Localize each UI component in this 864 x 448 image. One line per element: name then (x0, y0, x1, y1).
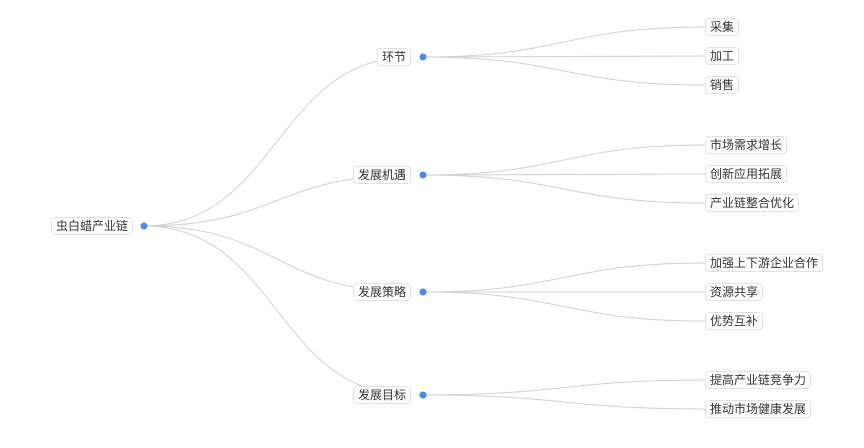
leaf-node-label[interactable]: 市场需求增长 (705, 136, 788, 154)
edge-branch-to-leaf (422, 262, 706, 293)
leaf-node-label[interactable]: 加工 (705, 47, 740, 65)
edge-branch-to-leaf (422, 173, 706, 176)
leaf-node-label[interactable]: 资源共享 (705, 283, 764, 301)
branch-node-label[interactable]: 发展目标 (352, 386, 411, 404)
leaf-node-label[interactable]: 推动市场健康发展 (705, 400, 812, 418)
edge-branch-to-leaf (422, 56, 706, 86)
branch-node-dot[interactable] (419, 53, 427, 61)
branch-node-label[interactable]: 环节 (376, 48, 411, 66)
edge-branch-to-leaf (422, 291, 706, 322)
leaf-node-label[interactable]: 优势互补 (705, 312, 764, 330)
root-node-label[interactable]: 虫白蜡产业链 (50, 217, 133, 235)
leaf-node-label[interactable]: 采集 (705, 18, 740, 36)
leaf-node-label[interactable]: 产业链整合优化 (705, 194, 800, 212)
root-node-dot[interactable] (140, 222, 148, 230)
leaf-node-label[interactable]: 销售 (705, 76, 740, 94)
edge-branch-to-leaf (422, 174, 706, 204)
edge-root-to-branch (143, 225, 411, 396)
edge-branch-to-leaf (422, 55, 706, 58)
edge-branch-to-leaf (422, 26, 706, 58)
leaf-node-label[interactable]: 创新应用拓展 (705, 165, 788, 183)
edge-branch-to-leaf (422, 379, 706, 396)
branch-node-dot[interactable] (419, 391, 427, 399)
branch-node-label[interactable]: 发展机遇 (352, 166, 411, 184)
leaf-node-label[interactable]: 加强上下游企业合作 (705, 254, 824, 272)
edge-root-to-branch (143, 56, 411, 227)
branch-node-label[interactable]: 发展策略 (352, 283, 411, 301)
branch-node-dot[interactable] (419, 288, 427, 296)
branch-node-dot[interactable] (419, 171, 427, 179)
edge-branch-to-leaf (422, 394, 706, 410)
leaf-node-label[interactable]: 提高产业链竞争力 (705, 371, 812, 389)
edge-branch-to-leaf (422, 144, 706, 176)
